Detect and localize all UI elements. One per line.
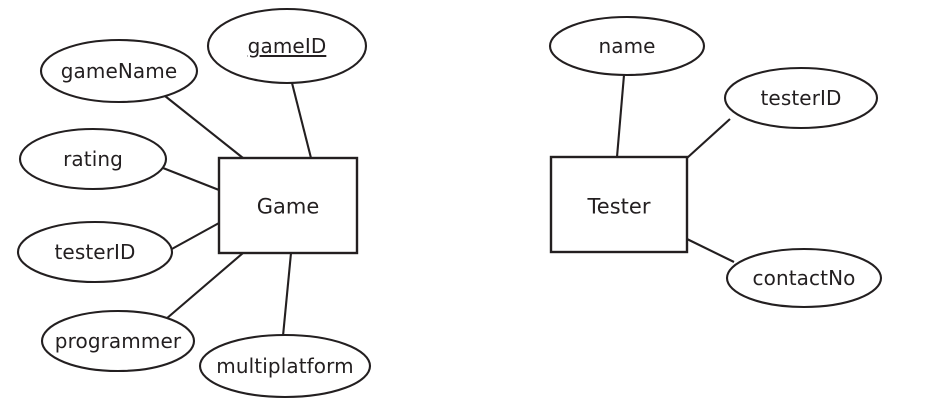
- entity-box-game[interactable]: [217, 156, 359, 255]
- attribute-label-gamename: gameName: [60, 59, 178, 83]
- attribute-label-programmer: programmer: [54, 329, 182, 353]
- connector-group-tester: [615, 74, 735, 263]
- attribute-label-multiplatform: multiplatform: [216, 354, 354, 378]
- attribute-ellipse-multiplatform[interactable]: [198, 333, 372, 399]
- entity-label-game: Game: [256, 194, 320, 219]
- attribute-ellipse-name[interactable]: [548, 15, 706, 77]
- connector-game-programmer: [165, 252, 244, 320]
- connector-group-game: [162, 82, 313, 337]
- attribute-ellipse-programmer[interactable]: [40, 309, 196, 373]
- entity-box-tester[interactable]: [549, 155, 689, 254]
- connector-game-gameid: [290, 82, 313, 159]
- attribute-label-gameid: gameID: [247, 34, 327, 58]
- attribute-ellipse-gamename[interactable]: [39, 38, 199, 104]
- connector-tester-contactno: [686, 238, 735, 263]
- attribute-ellipse-tester-testerid[interactable]: [723, 66, 879, 130]
- attribute-ellipse-rating[interactable]: [18, 127, 168, 191]
- connector-game-rating: [162, 167, 220, 191]
- connector-game-multiplatform: [281, 252, 293, 337]
- entity-label-tester: Tester: [587, 194, 651, 219]
- attribute-ellipse-game-testerid[interactable]: [16, 220, 174, 284]
- attribute-ellipse-gameid[interactable]: [206, 7, 368, 85]
- attribute-label-game-testerid: testerID: [54, 240, 136, 264]
- connector-game-gamename: [164, 95, 244, 159]
- attribute-label-tester-testerid: testerID: [760, 86, 842, 110]
- attribute-label-contactno: contactNo: [752, 266, 856, 290]
- connector-tester-name: [615, 74, 626, 158]
- attribute-label-name: name: [598, 34, 656, 58]
- attribute-ellipse-contactno[interactable]: [725, 247, 883, 309]
- connector-game-testerid: [169, 222, 220, 251]
- connector-tester-testerid: [686, 118, 731, 159]
- attribute-label-rating: rating: [63, 147, 123, 171]
